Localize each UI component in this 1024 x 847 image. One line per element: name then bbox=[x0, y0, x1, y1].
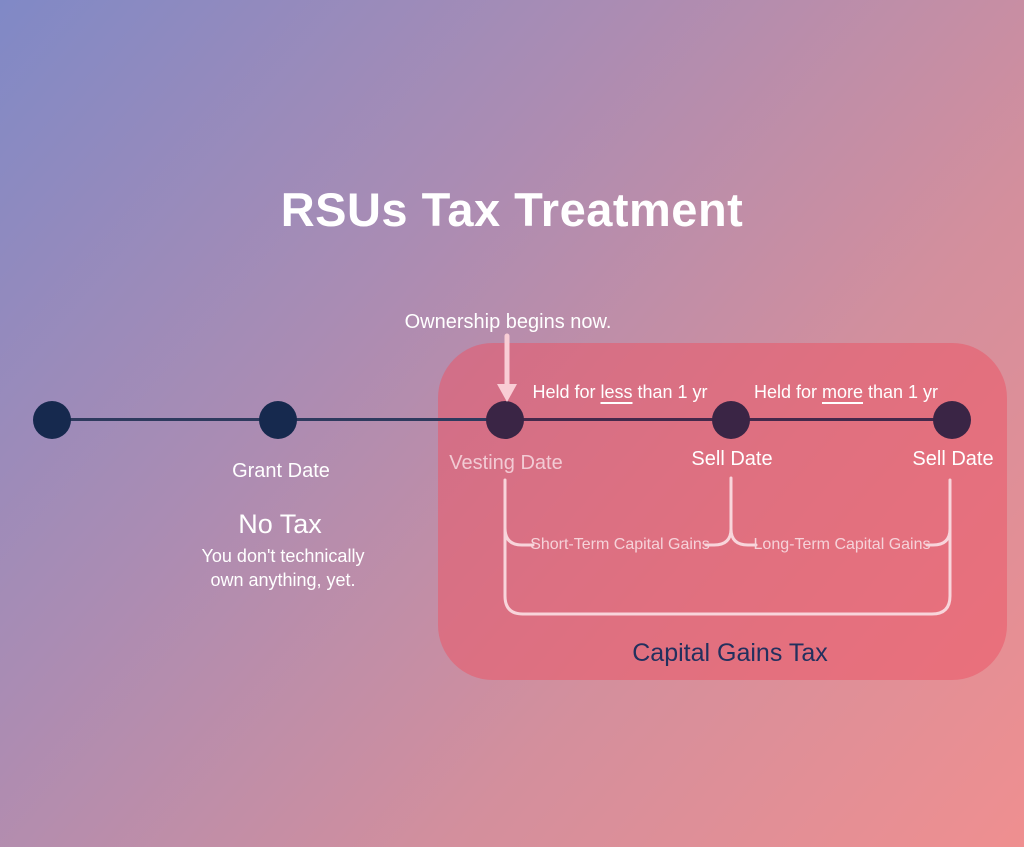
timeline-dot-sell-long bbox=[933, 401, 971, 439]
held-more-prefix: Held for bbox=[753, 382, 822, 402]
short-term-gains-label: Short-Term Capital Gains bbox=[530, 536, 710, 553]
held-less-word: less bbox=[600, 382, 633, 402]
sell-date-long-label: Sell Date bbox=[912, 448, 994, 470]
no-tax-subtext-line1: You don't technically bbox=[201, 546, 365, 566]
capital-gains-tax-label: Capital Gains Tax bbox=[632, 639, 828, 667]
held-less-label: Held for less than 1 yr bbox=[532, 382, 707, 403]
no-tax-heading: No Tax bbox=[238, 509, 322, 539]
no-tax-subtext: You don't technically own anything, yet. bbox=[202, 544, 365, 592]
timeline-dot-start bbox=[33, 401, 71, 439]
held-less-prefix: Held for bbox=[532, 382, 601, 402]
timeline-dot-sell-short bbox=[712, 401, 750, 439]
held-more-label: Held for more than 1 yr bbox=[754, 382, 938, 403]
sell-date-short-label: Sell Date bbox=[691, 448, 773, 470]
page-title: RSUs Tax Treatment bbox=[280, 183, 744, 236]
no-tax-subtext-line2: own anything, yet. bbox=[210, 570, 356, 590]
timeline-dot-grant bbox=[259, 401, 297, 439]
ownership-annotation: Ownership begins now. bbox=[404, 311, 612, 333]
vesting-date-label: Vesting Date bbox=[449, 452, 563, 474]
timeline-dot-vesting bbox=[486, 401, 524, 439]
long-term-gains-label: Long-Term Capital Gains bbox=[753, 536, 931, 553]
held-more-suffix: than 1 yr bbox=[863, 382, 939, 402]
held-less-suffix: than 1 yr bbox=[632, 382, 708, 402]
grant-date-label: Grant Date bbox=[232, 460, 330, 482]
held-more-word: more bbox=[821, 382, 863, 402]
